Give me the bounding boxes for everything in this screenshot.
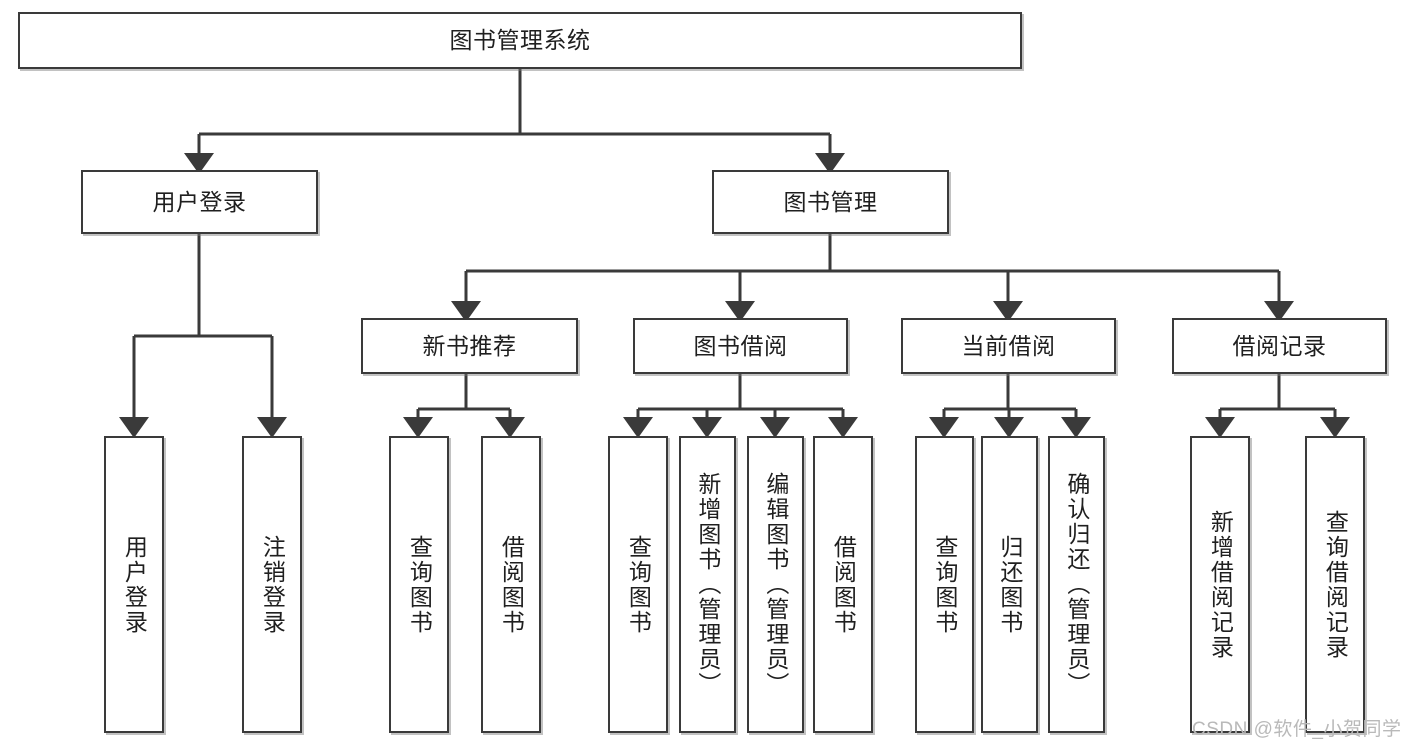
watermark: CSDN @软件_小贺同学	[1192, 719, 1402, 740]
node-borrow-record[interactable]: 借阅记录	[1172, 318, 1387, 374]
node-leaf-edit-book-label: 编辑图书（管理员）	[762, 472, 789, 697]
node-leaf-return-book-label: 归还图书	[996, 534, 1023, 635]
node-borrow-record-label: 借阅记录	[1232, 332, 1327, 359]
node-user-login-label: 用户登录	[152, 188, 247, 215]
node-leaf-query-record[interactable]: 查询借阅记录	[1305, 436, 1365, 733]
node-current-borrow-label: 当前借阅	[961, 332, 1056, 359]
node-leaf-user-login[interactable]: 用户登录	[104, 436, 164, 733]
node-leaf-logout[interactable]: 注销登录	[242, 436, 302, 733]
node-new-book-recommend[interactable]: 新书推荐	[361, 318, 578, 374]
node-new-book-recommend-label: 新书推荐	[422, 332, 517, 359]
node-leaf-add-book-label: 新增图书（管理员）	[694, 472, 721, 697]
node-leaf-add-book[interactable]: 新增图书（管理员）	[679, 436, 736, 733]
node-leaf-confirm-return-label: 确认归还（管理员）	[1063, 472, 1090, 697]
node-leaf-add-record-label: 新增借阅记录	[1207, 509, 1234, 660]
node-leaf-confirm-return[interactable]: 确认归还（管理员）	[1048, 436, 1105, 733]
node-leaf-query-book-1-label: 查询图书	[406, 534, 433, 635]
node-root[interactable]: 图书管理系统	[18, 12, 1022, 69]
node-current-borrow[interactable]: 当前借阅	[901, 318, 1116, 374]
node-book-borrow[interactable]: 图书借阅	[633, 318, 848, 374]
node-leaf-borrow-book-1[interactable]: 借阅图书	[481, 436, 541, 733]
node-leaf-query-book-1[interactable]: 查询图书	[389, 436, 449, 733]
node-leaf-query-record-label: 查询借阅记录	[1322, 509, 1349, 660]
node-leaf-return-book[interactable]: 归还图书	[981, 436, 1038, 733]
node-book-manage-label: 图书管理	[783, 188, 878, 215]
node-leaf-edit-book[interactable]: 编辑图书（管理员）	[747, 436, 804, 733]
node-leaf-user-login-label: 用户登录	[121, 534, 148, 635]
node-leaf-query-book-2-label: 查询图书	[625, 534, 652, 635]
node-leaf-borrow-book-2[interactable]: 借阅图书	[813, 436, 873, 733]
node-book-manage[interactable]: 图书管理	[712, 170, 949, 234]
node-leaf-query-book-3[interactable]: 查询图书	[915, 436, 974, 733]
node-leaf-query-book-2[interactable]: 查询图书	[608, 436, 668, 733]
node-leaf-add-record[interactable]: 新增借阅记录	[1190, 436, 1250, 733]
node-leaf-logout-label: 注销登录	[259, 534, 286, 635]
node-user-login[interactable]: 用户登录	[81, 170, 318, 234]
node-book-borrow-label: 图书借阅	[693, 332, 788, 359]
node-leaf-query-book-3-label: 查询图书	[931, 534, 958, 635]
node-root-label: 图书管理系统	[449, 27, 591, 54]
node-leaf-borrow-book-2-label: 借阅图书	[830, 534, 857, 635]
node-leaf-borrow-book-1-label: 借阅图书	[498, 534, 525, 635]
